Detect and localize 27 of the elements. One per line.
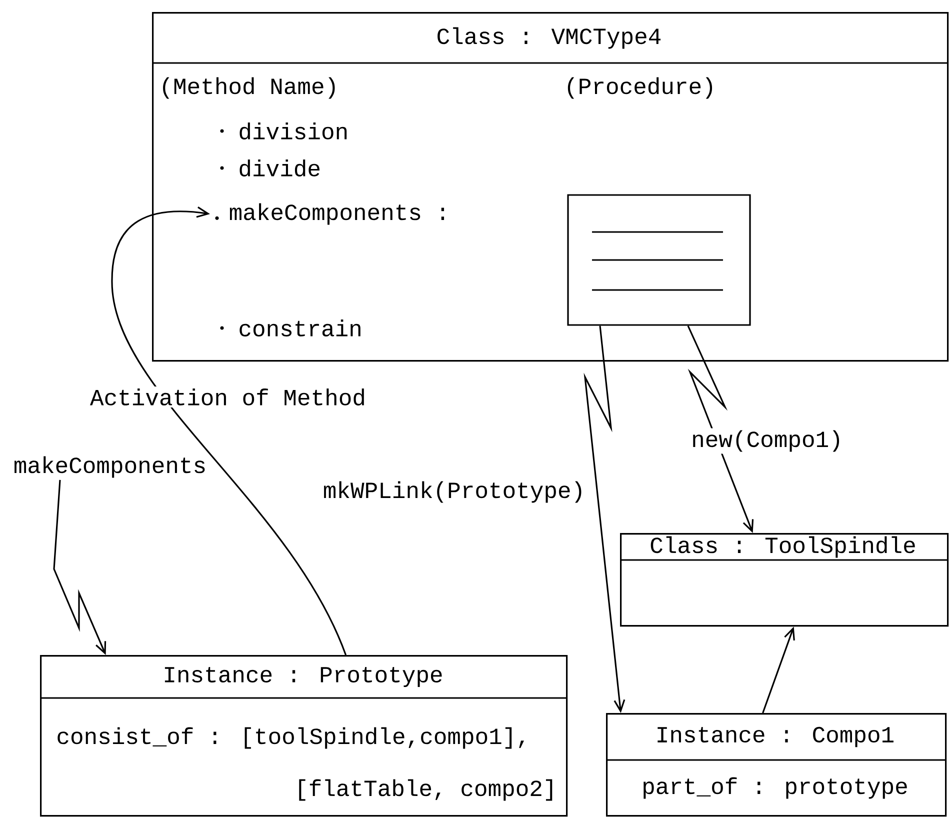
lightning-arrow [687,325,754,534]
class-title: Class : VMCType4 [438,27,661,49]
edge-label: new(Compo1) [689,428,845,454]
attribute-text: [flatTable, compo2] [299,779,552,801]
edge-label: mkWPLink(Prototype) [320,479,588,505]
class-box [620,533,949,627]
method-name: divide [240,160,320,176]
attribute-text: part_of : prototype [644,777,907,799]
instance-title: Instance : Prototype [164,666,442,688]
instance-box [606,713,947,817]
procedure-box [567,194,751,326]
edge-label: Activation of Method [88,386,368,408]
lightning-arrow [53,480,106,655]
arrow [762,626,795,714]
method-name: division [240,122,347,140]
class-title: Class : ToolSpindle [650,536,915,558]
column-heading: (Method Name) [163,77,335,99]
class-box [152,12,949,362]
method-name: constrain [240,320,360,336]
instance-box [40,655,568,817]
method-call-text: makeComponents [14,456,205,478]
edge-arrow [111,206,347,656]
method-name: makeComponents : [215,203,444,225]
lightning-arrow [584,326,626,713]
column-heading: (Procedure) [568,77,712,99]
instance-title: Instance : Compo1 [658,726,894,748]
attribute-text: consist_of : [toolSpindle,compo1], [58,727,524,749]
